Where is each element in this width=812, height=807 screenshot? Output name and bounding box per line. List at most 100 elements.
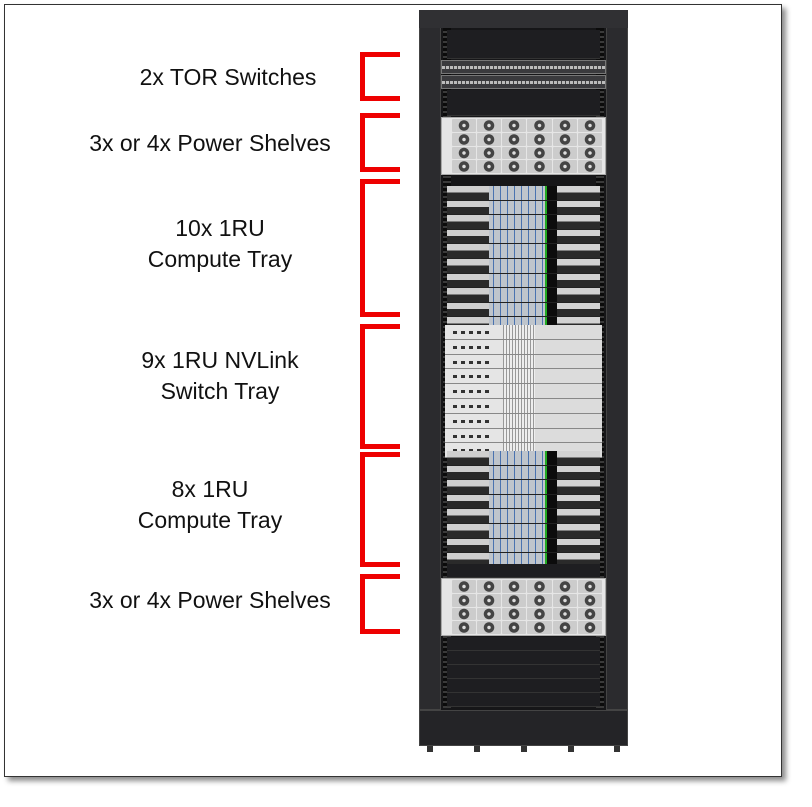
nvlink-switch-tray [445,384,602,399]
compute-tray-part [447,553,489,567]
compute-tray-part [447,538,489,553]
nvlink-switch-tray [445,428,602,444]
nvlink-switch-tray-part [503,398,535,413]
nvlink-switch-tray-part [503,325,535,339]
power-supply-fan-icon [477,607,502,621]
figure-frame [4,4,782,777]
compute-tray-part [447,229,489,244]
compute-tray-part [447,244,489,258]
compute-tray-part [557,186,600,200]
compute-tray [447,553,600,568]
power-supply-fan-icon [577,160,602,173]
nvlink-switch-tray-part [503,354,535,369]
nvlink-switch-tray [445,369,602,385]
compute-tray [447,509,600,524]
blank-panel [447,30,600,59]
power-supply-fan-icon [452,160,477,173]
rack-base [419,710,628,746]
compute-tray-part [557,229,600,244]
compute-tray-part [557,215,600,229]
nvlink-switch-tray-part [445,413,503,428]
blank-panel [447,90,600,116]
power-supply-fan-icon [452,119,477,132]
power-supply-fan-icon [552,607,577,621]
compute-tray-part [489,244,545,258]
nvlink-switch-tray-part [445,339,503,354]
nvlink-switch-tray [445,354,602,370]
power-supply-fan-icon [527,146,552,160]
power-supply-fan-icon [552,132,577,146]
compute-tray [447,244,600,259]
compute-tray-part [545,200,557,215]
nvlink-switch-tray-part [445,384,503,398]
nvlink-switch-tray-part [535,369,602,384]
compute-tray-part [545,523,557,538]
compute-tray-part [557,523,600,538]
tor-switch [441,75,606,89]
compute-tray [447,200,600,216]
compute-tray-part [545,451,557,465]
compute-tray-part [557,480,600,494]
compute-tray [447,538,600,554]
power-supply-fan-icon [552,160,577,173]
compute-tray-part [447,258,489,273]
power-supply-fan-icon [527,580,552,593]
compute-tray-part [447,494,489,509]
label-power-shelves-bottom: 3x or 4x Power Shelves [89,587,331,613]
nvlink-switch-tray-part [445,398,503,413]
compute-tray-part [489,553,545,567]
rack-post-left [419,10,441,710]
compute-tray-part [447,215,489,229]
bracket-power-top [360,113,400,172]
server-rack [419,10,628,752]
compute-tray-part [545,273,557,288]
compute-tray-part [447,465,489,480]
bracket-nvlink [360,324,400,449]
rack-top [419,10,628,28]
power-supply-fan-icon [477,119,502,132]
compute-tray [447,273,600,289]
power-supply-fan-icon [502,593,527,607]
bracket-tor [360,52,400,101]
compute-tray-part [447,288,489,302]
compute-tray-part [447,480,489,494]
compute-tray [447,229,600,245]
nvlink-switch-tray-part [535,354,602,369]
nvlink-switch-tray-part [445,369,503,384]
bracket-compute-8 [360,452,400,567]
compute-tray-group-upper [447,186,600,332]
compute-tray-part [489,200,545,215]
compute-tray-part [447,273,489,288]
compute-tray-part [447,523,489,538]
compute-tray-part [545,186,557,200]
compute-tray [447,480,600,495]
nvlink-switch-tray-part [503,339,535,354]
compute-tray-part [557,244,600,258]
compute-tray-part [557,465,600,480]
power-supply-fan-icon [552,146,577,160]
compute-tray-part [489,538,545,553]
compute-tray-part [489,451,545,465]
power-supply-fan-icon [477,160,502,173]
compute-tray-part [557,302,600,317]
power-supply-fan-icon [577,593,602,607]
power-supply-fan-icon [577,146,602,160]
compute-tray-part [545,538,557,553]
compute-tray-part [545,553,557,567]
rack-post-right [606,10,628,710]
compute-tray-part [545,494,557,509]
power-supply-fan-icon [502,580,527,593]
bracket-power-bottom [360,574,400,634]
compute-tray-part [545,258,557,273]
rack-foot [568,746,574,752]
compute-tray-part [557,258,600,273]
power-supply-fan-icon [527,160,552,173]
power-supply-fan-icon [477,146,502,160]
nvlink-switch-tray-part [445,354,503,369]
compute-tray-part [557,451,600,465]
nvlink-switch-tray-part [503,413,535,428]
compute-tray-part [489,302,545,317]
compute-tray-part [447,186,489,200]
